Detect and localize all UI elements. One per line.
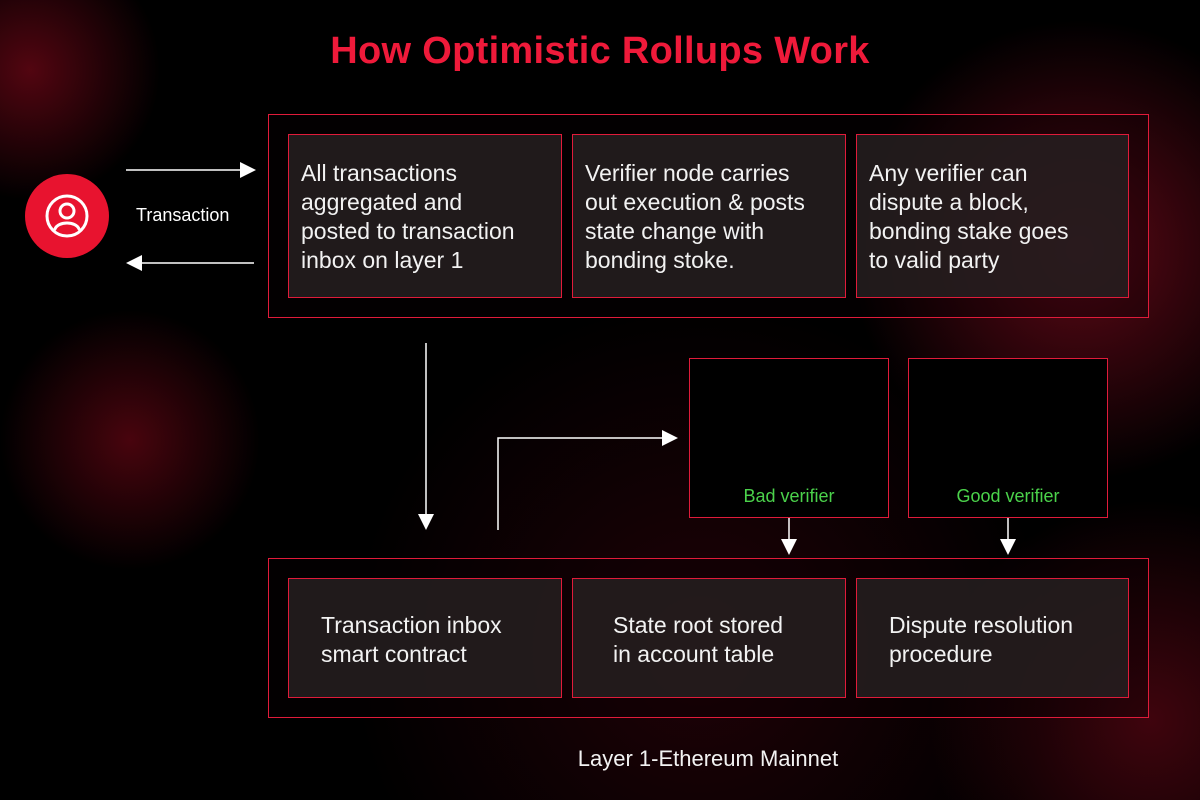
step-text-line: Any verifier can [869, 160, 1028, 186]
step-text-line: bonding stoke. [585, 247, 735, 273]
step-text-line: All transactions [301, 160, 457, 186]
step-text-line: posted to transaction [301, 218, 515, 244]
tx-inbox-contract-card: Transaction inbox smart contract [288, 578, 562, 698]
diagram-title: How Optimistic Rollups Work [330, 30, 870, 72]
step-text-line: Dispute resolution [889, 612, 1074, 638]
step-text-line: Verifier node carries [585, 160, 790, 186]
arrowhead-down [1000, 539, 1016, 555]
step-text-line: inbox on layer 1 [301, 247, 464, 273]
bad-verifier-box: Bad verifier [689, 358, 889, 518]
transaction-label: Transaction [136, 205, 230, 225]
step-text-line: aggregated and [301, 189, 463, 215]
step-text-line: smart contract [321, 641, 467, 667]
step-text-line: procedure [889, 641, 993, 667]
step-aggregate-card: All transactions aggregated and posted t… [288, 134, 562, 298]
dispute-resolution-card: Dispute resolution procedure [856, 578, 1129, 698]
step-dispute-card: Any verifier can dispute a block, bondin… [856, 134, 1129, 298]
user-avatar [25, 174, 109, 258]
bad-verifier-label: Bad verifier [743, 486, 835, 506]
good-verifier-box: Good verifier [908, 358, 1108, 518]
user-icon [45, 194, 89, 238]
arrowhead-left [126, 255, 142, 271]
step-text-line: Transaction inbox [321, 612, 502, 638]
arrowhead-right [662, 430, 678, 446]
arrowhead-down [418, 514, 434, 530]
step-text-line: in account table [613, 641, 775, 667]
step-text-line: out execution & posts [585, 189, 805, 215]
step-text-line: dispute a block, [869, 189, 1029, 215]
step-text-line: bonding stake goes [869, 218, 1069, 244]
step-verifier-execution-card: Verifier node carries out execution & po… [572, 134, 846, 298]
arrow-to-bad-verifier [497, 437, 664, 530]
arrowhead-down [781, 539, 797, 555]
good-verifier-label: Good verifier [956, 486, 1060, 506]
step-text-line: to valid party [869, 247, 1000, 273]
arrowhead-right [240, 162, 256, 178]
step-text-line: state change with [585, 218, 765, 244]
state-root-card: State root stored in account table [572, 578, 846, 698]
layer1-caption: Layer 1-Ethereum Mainnet [577, 746, 839, 771]
step-text-line: State root stored [613, 612, 784, 638]
